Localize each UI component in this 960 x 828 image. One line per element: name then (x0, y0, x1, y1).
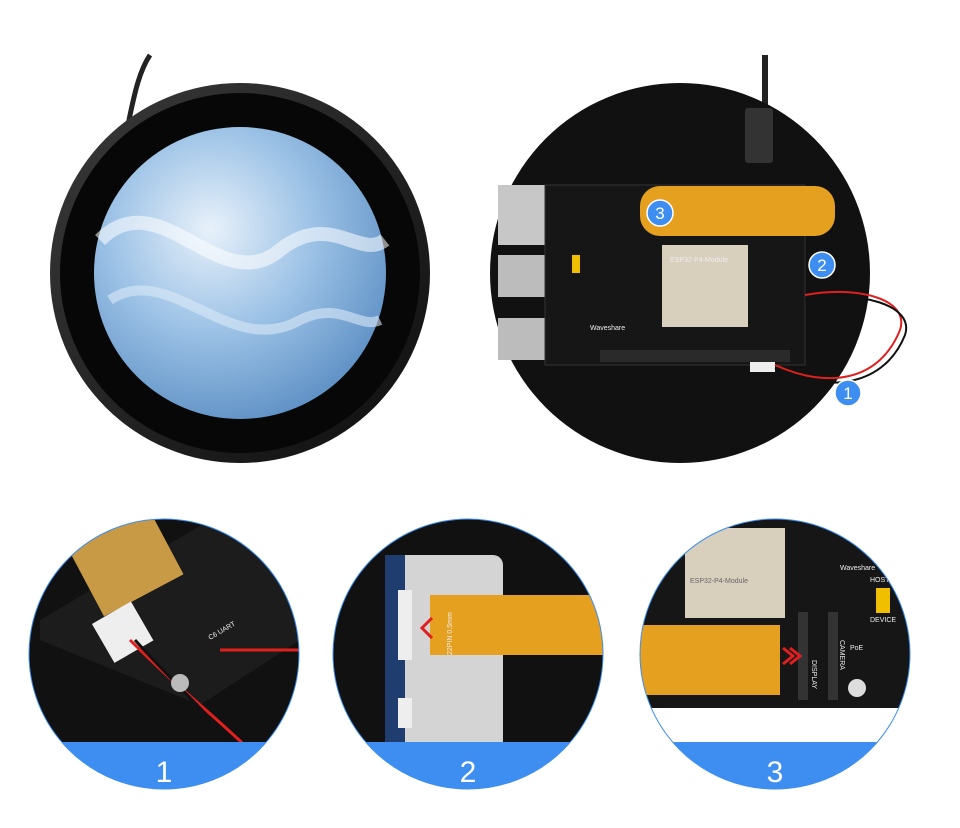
ffc-ribbon-cable (640, 625, 780, 695)
svg-text:PoE: PoE (850, 645, 864, 652)
usb-cable (125, 53, 153, 126)
step-number: 2 (460, 756, 477, 789)
svg-text:Waveshare: Waveshare (840, 565, 875, 572)
step-2-detail: 22PIN 0.5mm 2 (333, 519, 603, 789)
svg-text:CAMERA: CAMERA (838, 640, 845, 670)
callout-1: 1 (834, 379, 862, 407)
display-screen (94, 127, 386, 419)
usb-c-plug (745, 108, 773, 163)
step-number: 3 (767, 756, 784, 789)
ethernet-port (498, 185, 546, 245)
host-device-jumper (572, 255, 580, 273)
insert-arrow (419, 616, 434, 640)
gpio-header (600, 350, 790, 362)
svg-text:2: 2 (817, 256, 826, 275)
ffc-ribbon-cable (640, 186, 835, 236)
step-3-detail: ESP32-P4-Module Waveshare HOST DEVICE Po… (640, 519, 910, 789)
svg-text:3: 3 (655, 204, 664, 223)
svg-text:1: 1 (843, 384, 852, 403)
display-front-view (50, 53, 430, 463)
callout-2: 2 (808, 251, 836, 279)
svg-text:DISPLAY: DISPLAY (810, 660, 817, 689)
svg-text:DEVICE: DEVICE (870, 617, 896, 624)
step-1-detail: C6 UART 1 (29, 519, 299, 789)
black-wire (774, 295, 908, 384)
ffc-ribbon-cable (430, 595, 603, 655)
red-wire (774, 291, 903, 380)
brand-label: Waveshare (590, 325, 625, 332)
esp32-p4-module (685, 528, 785, 618)
callout-3: 3 (646, 199, 674, 227)
svg-text:HOST: HOST (870, 577, 890, 584)
step-number: 1 (156, 756, 173, 789)
esp32-p4-module (662, 245, 748, 327)
fpc-connector (398, 590, 412, 660)
svg-text:22PIN 0.5mm: 22PIN 0.5mm (447, 612, 454, 655)
module-label: ESP32-P4-Module (670, 257, 728, 264)
svg-text:ESP32-P4-Module: ESP32-P4-Module (690, 578, 748, 585)
insert-arrow (782, 646, 803, 666)
display-rear-view: ESP32-P4-Module Waveshare (490, 55, 908, 463)
